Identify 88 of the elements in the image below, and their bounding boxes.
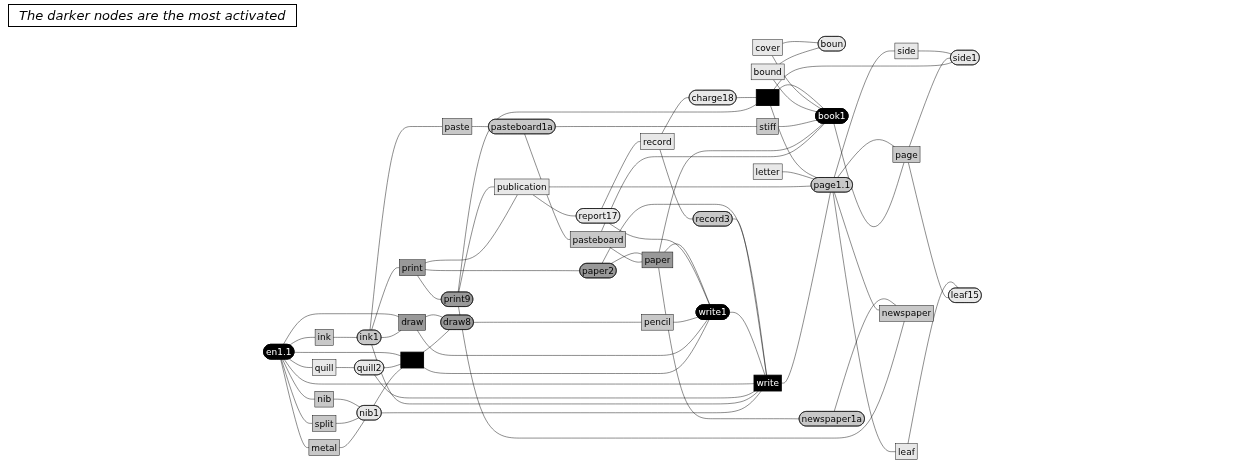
connector (833, 50, 896, 178)
connector (381, 390, 762, 414)
connector (610, 252, 643, 264)
connector (773, 79, 818, 113)
connector (417, 319, 708, 356)
node-box: side (894, 42, 919, 60)
connector (288, 358, 313, 368)
connector (424, 269, 581, 271)
node-box: paste (442, 118, 473, 135)
connector (601, 141, 641, 209)
connector (779, 47, 820, 65)
connector (380, 330, 402, 338)
connector (281, 358, 313, 424)
connector (458, 306, 905, 439)
node-box: newspaper (879, 305, 934, 322)
connector (283, 313, 399, 345)
connector (909, 58, 951, 147)
node-box: nib (314, 391, 334, 408)
connector (289, 337, 316, 346)
connector (778, 119, 818, 127)
connector (282, 358, 316, 400)
connector (907, 281, 959, 444)
node-box: stiff (756, 118, 779, 135)
connector (833, 298, 897, 412)
connector (422, 329, 450, 353)
node-box: publication (494, 178, 550, 196)
connector (373, 367, 403, 406)
connector (335, 367, 355, 368)
node-box (400, 351, 425, 369)
connector (425, 314, 444, 318)
node-box: ink (314, 329, 334, 346)
node-box: bound (750, 63, 785, 81)
connector (601, 123, 825, 232)
node-box: pencil (641, 314, 674, 331)
connector (457, 104, 757, 293)
node-box: split (312, 415, 337, 432)
node-box: letter (752, 163, 783, 180)
node-box: print (399, 259, 426, 276)
connector (601, 204, 767, 376)
connector (781, 192, 831, 384)
connector (837, 139, 895, 178)
node-box: record (640, 133, 675, 150)
note-text: The darker nodes are the most activated (8, 4, 297, 27)
connector (471, 126, 489, 127)
connector (834, 192, 880, 311)
connector (458, 186, 495, 293)
connector (548, 185, 812, 188)
connector (832, 192, 896, 452)
connector (661, 97, 690, 134)
connector (773, 62, 953, 90)
connector (770, 105, 818, 179)
connector (555, 126, 758, 127)
connector (339, 420, 365, 448)
connector (371, 267, 400, 331)
connector (423, 319, 710, 374)
node-box (755, 89, 780, 106)
connector (335, 417, 360, 424)
connector (658, 123, 824, 253)
node-box: cover (752, 39, 783, 56)
connector (609, 247, 643, 263)
connector (778, 84, 825, 109)
connector (293, 352, 402, 357)
connector (673, 316, 699, 323)
connector (782, 41, 819, 44)
connector (608, 223, 710, 306)
connector (781, 171, 815, 180)
connector (917, 50, 952, 55)
node-box: page (892, 146, 921, 163)
connector (383, 363, 402, 368)
connector (473, 322, 642, 323)
node-box: paper (641, 251, 674, 269)
connector (664, 243, 711, 306)
connector (833, 123, 905, 227)
connector (729, 312, 766, 376)
connector (371, 344, 759, 405)
connector (333, 337, 358, 338)
connector (736, 97, 757, 98)
connector (732, 218, 767, 376)
node-box: draw (398, 314, 426, 331)
node-box: write (753, 374, 782, 392)
node-box: pasteboard (569, 231, 626, 248)
connector (333, 398, 361, 408)
connector (374, 374, 756, 399)
connector (280, 358, 310, 448)
node-box: quill (312, 359, 337, 376)
connector (908, 162, 950, 298)
node-box: leaf (895, 443, 918, 460)
node-box: metal (308, 439, 340, 456)
